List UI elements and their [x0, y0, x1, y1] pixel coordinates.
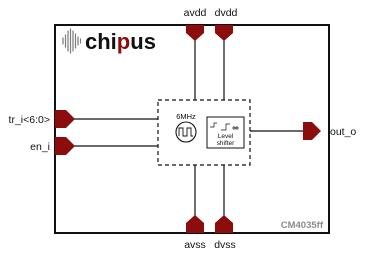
pin-label-out-o: out_o	[330, 126, 356, 138]
pin-dvdd	[215, 25, 233, 41]
svg-text:chipus: chipus	[85, 29, 156, 54]
part-number: CM4035ff	[281, 220, 324, 231]
pin-out-o	[303, 122, 321, 140]
oscillator-label: 6MHz	[176, 112, 196, 121]
chipus-logo: chipus	[62, 28, 156, 54]
pin-tr-i	[55, 110, 75, 128]
level-shifter-box	[206, 116, 245, 149]
logo-text-p: p	[117, 29, 130, 54]
pin-avdd	[186, 25, 204, 41]
logo-text-chi: chi	[85, 29, 117, 54]
pin-label-tr-i: tr_i<6:0>	[9, 114, 50, 126]
pin-label-avss: avss	[184, 239, 206, 251]
pin-dvss	[215, 215, 233, 233]
level-shifter-label-line1: Level	[218, 133, 234, 140]
logo-text-us: us	[130, 29, 156, 54]
pin-en-i	[55, 137, 75, 155]
oscillator-icon	[175, 121, 197, 143]
pin-label-dvss: dvss	[214, 239, 236, 251]
pin-label-dvdd: dvdd	[215, 7, 238, 19]
pin-avss	[186, 215, 204, 233]
level-shift-icon	[210, 122, 239, 131]
pins	[55, 25, 321, 233]
wires	[74, 38, 305, 217]
pin-label-en-i: en_i	[30, 141, 50, 153]
logo-wave-icon	[62, 28, 82, 54]
level-shifter-label-line2: shifter	[217, 140, 236, 147]
pin-label-avdd: avdd	[184, 7, 207, 19]
level-shifter: Level shifter	[206, 116, 245, 149]
